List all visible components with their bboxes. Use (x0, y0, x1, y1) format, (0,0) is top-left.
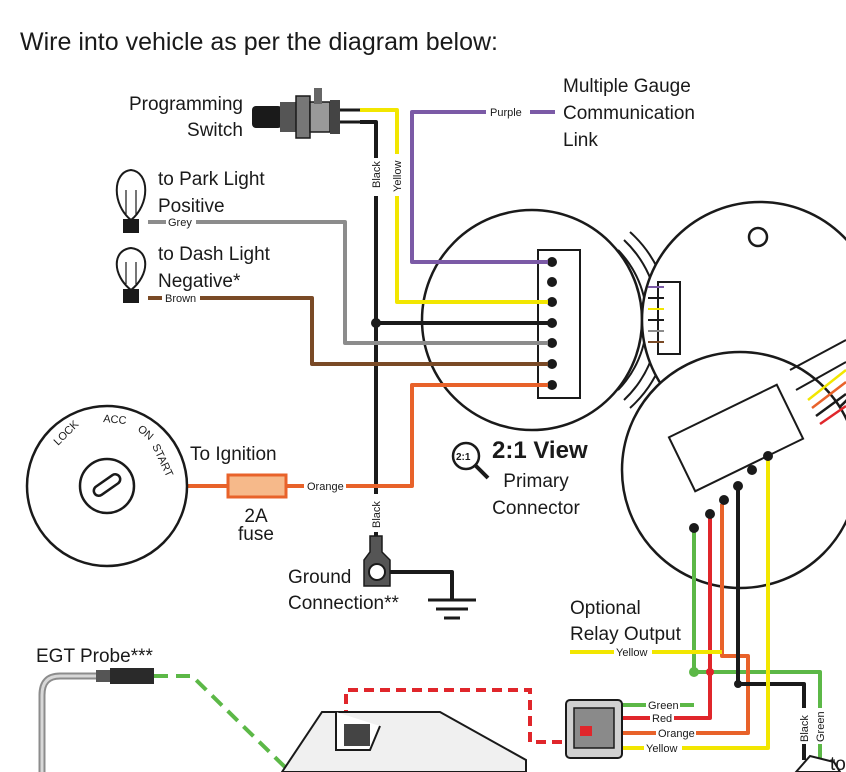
relay-orange-wire (620, 504, 750, 735)
gauge-lower-ridge (789, 339, 846, 391)
gauge-rear-pin-wires (648, 286, 664, 343)
egt-probe-label: EGT Probe*** (36, 646, 153, 667)
egt-module-icon (280, 711, 527, 772)
yellow-wire (360, 108, 548, 304)
tag-bg-yellow-top (389, 154, 405, 196)
tag-bg-purple (486, 104, 530, 120)
tag-bg-relay-yellow (614, 645, 652, 659)
wire-tag-grey: Grey (168, 217, 192, 229)
primary-connector-label-2: Connector (492, 498, 580, 519)
wire-tag-black-top: Black (371, 161, 383, 188)
dash-light-label-1: to Dash Light (158, 244, 271, 265)
egt-green-dashed-wire (154, 674, 292, 772)
wire-tag-relay-yellow: Yellow (616, 647, 647, 659)
ignition-acc-label: ACC (103, 413, 127, 427)
zoom-view-icon (451, 441, 490, 480)
relay-connector-plug-icon (565, 699, 623, 759)
red-dashed-wire (344, 688, 566, 744)
gauge-rear-connector (657, 281, 681, 355)
tag-bg-black-bottom (368, 494, 384, 532)
wire-tag-conn-green: Green (648, 700, 679, 712)
wire-tag-right-green: Green (815, 711, 827, 742)
gauge-body-primary (420, 208, 644, 432)
wire-tag-brown: Brown (165, 293, 196, 305)
ignition-switch-icon (25, 404, 189, 568)
tag-bg-brown (162, 290, 200, 306)
programming-switch-label-1: Programming (129, 94, 243, 115)
connector-pins (547, 257, 557, 390)
tag-bg-grey (166, 214, 196, 230)
wire-tag-black-bottom: Black (371, 501, 383, 528)
multi-gauge-label-2: Communication (563, 103, 695, 124)
park-light-bulb-icon (115, 168, 147, 233)
wire-tag-orange: Orange (307, 481, 344, 493)
ground-lug-icon (363, 535, 391, 587)
tag-bg-conn-red (650, 711, 674, 725)
purple-wire (410, 110, 555, 264)
multi-gauge-label-1: Multiple Gauge (563, 76, 691, 97)
relay-connector-detail (667, 383, 805, 493)
tag-bg-right-black (796, 708, 812, 744)
mounting-hole (747, 226, 769, 248)
view-label: 2:1 View (492, 437, 588, 464)
ground-label-1: Ground (288, 567, 351, 588)
lower-gauge-side-wires (807, 369, 846, 426)
wire-tag-right-black: Black (799, 715, 811, 742)
wire-tag-yellow-top: Yellow (392, 161, 404, 192)
relay-pins (689, 451, 773, 533)
egt-probe-icon (38, 668, 154, 772)
wire-tag-conn-yellow: Yellow (646, 743, 677, 755)
fuse-label-1: 2A (244, 506, 268, 527)
diagram-heading: Wire into vehicle as per the diagram bel… (20, 28, 499, 56)
tag-bg-right-green (812, 708, 828, 744)
tag-bg-conn-yellow (644, 741, 682, 755)
partial-to-label: to (830, 754, 846, 772)
park-light-label-1: to Park Light (158, 169, 265, 190)
black-wire (360, 120, 378, 560)
brown-wire (148, 296, 548, 366)
relay-junction-dots (689, 667, 742, 688)
programming-switch-icon (252, 88, 360, 139)
relay-label-2: Relay Output (570, 624, 682, 645)
wire-tag-purple: Purple (490, 107, 522, 119)
grey-wire (148, 220, 548, 345)
multi-gauge-label-3: Link (563, 130, 598, 151)
to-ignition-label: To Ignition (190, 444, 277, 465)
fuse-icon (226, 473, 288, 499)
orange-wire (286, 383, 548, 488)
tag-bg-conn-green (646, 698, 680, 712)
partial-connector-icon (794, 754, 842, 772)
ground-wire (390, 570, 454, 600)
ground-label-2: Connection** (288, 593, 400, 614)
relay-label-1: Optional (570, 598, 641, 619)
dash-light-bulb-icon (115, 246, 147, 303)
tag-bg-black-top (368, 158, 384, 196)
primary-connector-label-1: Primary (503, 471, 569, 492)
tag-bg-orange (304, 478, 346, 494)
tag-bg-conn-orange (656, 726, 696, 740)
wire-tag-conn-orange: Orange (658, 728, 695, 740)
ground-symbol-icon (428, 598, 476, 620)
zoom-badge-label: 2:1 (456, 452, 471, 463)
fuse-label-2: fuse (238, 524, 274, 545)
wire-tag-conn-red: Red (652, 713, 672, 725)
park-light-label-2: Positive (158, 196, 225, 217)
programming-switch-label-2: Switch (187, 120, 243, 141)
dash-light-label-2: Negative* (158, 271, 241, 292)
black-junction-dot (371, 318, 381, 328)
